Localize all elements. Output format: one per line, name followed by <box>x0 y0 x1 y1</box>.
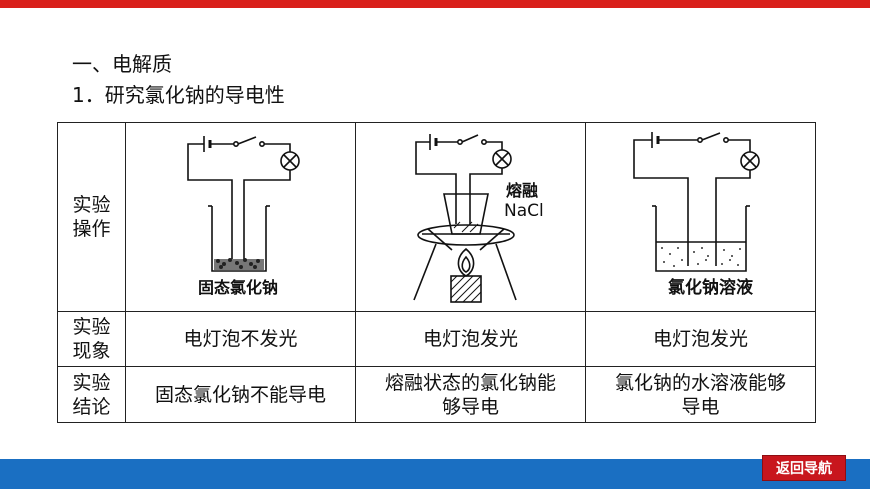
conclusion-solid: 固态氯化钠不能导电 <box>125 366 356 423</box>
row-header-operation: 实验 操作 <box>57 122 126 312</box>
diagram-cell-solid: 固态氯化钠 <box>125 122 356 312</box>
phenomenon-solution: 电灯泡发光 <box>585 311 816 367</box>
table-row-phenomenon: 实验 现象 电灯泡不发光 电灯泡发光 电灯泡发光 <box>57 311 816 367</box>
phenomenon-solid: 电灯泡不发光 <box>125 311 356 367</box>
table-row-conclusion: 实验 结论 固态氯化钠不能导电 熔融状态的氯化钠能 够导电 氯化钠的水溶液能够 … <box>57 366 816 423</box>
conclusion-molten: 熔融状态的氯化钠能 够导电 <box>355 366 586 423</box>
row-header-conclusion: 实验 结论 <box>57 366 126 423</box>
bottom-accent-bar <box>0 459 870 489</box>
section-title: 一、电解质 <box>72 52 172 76</box>
table-row-operation: 实验 操作 <box>57 122 816 312</box>
molten-nacl-apparatus-diagram <box>413 133 517 303</box>
row-header-phenomenon: 实验 现象 <box>57 311 126 367</box>
conclusion-solution: 氯化钠的水溶液能够 导电 <box>585 366 816 423</box>
diagram-label-molten: 熔融 <box>506 180 539 200</box>
subsection-title: 1．研究氯化钠的导电性 <box>72 83 285 107</box>
diagram-caption-solid: 固态氯化钠 <box>198 277 279 297</box>
diagram-cell-molten: 熔融 NaCl <box>355 122 586 312</box>
nacl-solution-apparatus-diagram <box>633 131 760 272</box>
experiment-table: 实验 操作 <box>57 122 816 423</box>
back-to-nav-button[interactable]: 返回导航 <box>762 455 846 481</box>
top-accent-bar <box>0 0 870 8</box>
diagram-cell-solution: 氯化钠溶液 <box>585 122 816 312</box>
phenomenon-molten: 电灯泡发光 <box>355 311 586 367</box>
diagram-caption-solution: 氯化钠溶液 <box>668 277 753 298</box>
solid-nacl-apparatus-diagram <box>187 135 300 272</box>
diagram-label-nacl: NaCl <box>504 200 544 221</box>
